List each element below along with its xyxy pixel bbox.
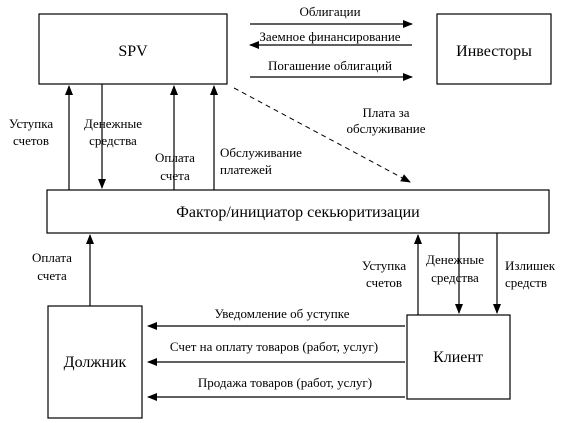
payment-service-label-1: Обслуживание	[220, 145, 302, 160]
client-assign-label-1: Уступка	[362, 258, 406, 273]
invoice-pay-label-1: Оплата	[155, 150, 195, 165]
client-cash-label-1: Денежные	[426, 252, 484, 267]
factor-label: Фактор/инициатор секьюритизации	[176, 204, 420, 221]
factor-box: Фактор/инициатор секьюритизации	[46, 189, 550, 234]
assign-label-2: счетов	[13, 133, 49, 148]
surplus-label-2: средств	[505, 275, 547, 290]
spv-box: SPV	[38, 13, 228, 85]
client-cash-label-2: средства	[431, 270, 479, 285]
payment-service-label-2: платежей	[220, 162, 272, 177]
notice-label: Уведомление об уступке	[214, 306, 349, 321]
debtor-pay-label-1: Оплата	[32, 250, 72, 265]
repayment-label: Погашение облигаций	[268, 58, 392, 73]
assign-label-1: Уступка	[9, 116, 53, 131]
investors-box: Инвесторы	[436, 13, 552, 85]
debtor-box: Должник	[47, 305, 143, 419]
invoice-pay-label-2: счета	[160, 168, 190, 183]
service-fee-label-1: Плата за	[362, 105, 409, 120]
debtor-pay-label-2: счета	[37, 268, 67, 283]
surplus-label-1: Излишек	[505, 258, 556, 273]
investors-label: Инвесторы	[456, 43, 532, 60]
cash-label-2: средства	[89, 133, 137, 148]
client-label: Клиент	[433, 349, 483, 366]
client-assign-label-2: счетов	[366, 275, 402, 290]
borrowing-label: Заемное финансирование	[259, 29, 400, 44]
debtor-label: Должник	[64, 354, 127, 371]
service-fee-label-2: обслуживание	[346, 121, 425, 136]
cash-label-1: Денежные	[84, 116, 142, 131]
service-fee-arrow	[233, 87, 411, 183]
client-box: Клиент	[406, 314, 511, 400]
invoice-label: Счет на оплату товаров (работ, услуг)	[170, 339, 378, 354]
sale-label: Продажа товаров (работ, услуг)	[198, 375, 372, 390]
spv-label: SPV	[118, 43, 148, 60]
bonds-label: Облигации	[299, 4, 360, 19]
